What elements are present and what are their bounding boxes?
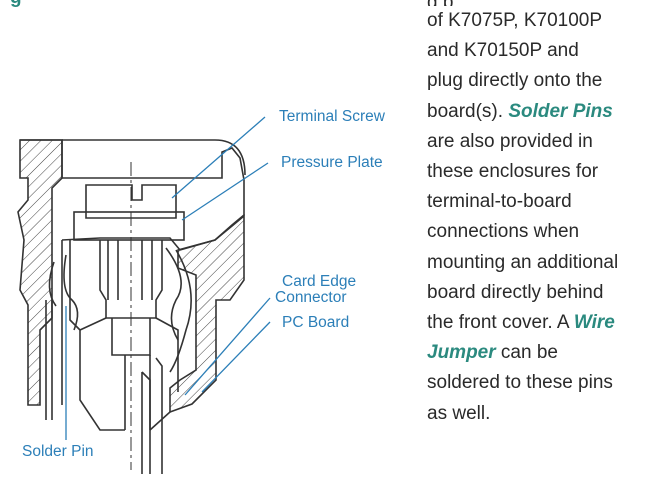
- text-line: and K70150P and: [427, 40, 579, 62]
- text-line: Jumper can be: [427, 338, 668, 368]
- text-line: board directly behind: [427, 281, 604, 303]
- text-line: board(s). Solder Pins: [427, 97, 668, 127]
- text-line-fragment: g p: [427, 0, 668, 6]
- callout-pressure-plate: Pressure Plate: [281, 154, 383, 171]
- text-line: the front cover. A Wire: [427, 308, 668, 338]
- text-run: the front cover. A: [427, 312, 574, 334]
- callout-connector: Connector: [275, 289, 347, 306]
- emphasis-solder-pins: Solder Pins: [508, 100, 613, 122]
- callout-pc-board: PC Board: [282, 314, 350, 331]
- connector-cross-section-figure: Terminal Screw Pressure Plate Card Edge …: [17, 108, 385, 474]
- text-line: as well.: [427, 402, 491, 424]
- text-line: soldered to these pins: [427, 372, 613, 394]
- text-run: can be: [495, 342, 558, 364]
- text-line: these enclosures for: [427, 161, 599, 183]
- text-line: of K7075P, K70100P: [427, 10, 603, 31]
- top-fragment-left: g: [10, 0, 22, 7]
- cross-section-drawing: [17, 116, 271, 474]
- emphasis-wire: Wire: [573, 312, 615, 334]
- text-run: board(s).: [427, 100, 509, 122]
- body-text-column: g p of K7075P, K70100P and K70150P and p…: [427, 0, 668, 429]
- text-line: connections when: [427, 221, 580, 243]
- callout-solder-pin: Solder Pin: [22, 443, 94, 460]
- emphasis-jumper: Jumper: [427, 342, 496, 364]
- text-line: plug directly onto the: [427, 70, 603, 92]
- text-line: are also provided in: [427, 130, 593, 152]
- callout-terminal-screw: Terminal Screw: [279, 108, 385, 125]
- text-line: mounting an additional: [427, 251, 619, 273]
- callout-card-edge: Card Edge: [282, 273, 357, 290]
- text-line: terminal-to-board: [427, 191, 572, 213]
